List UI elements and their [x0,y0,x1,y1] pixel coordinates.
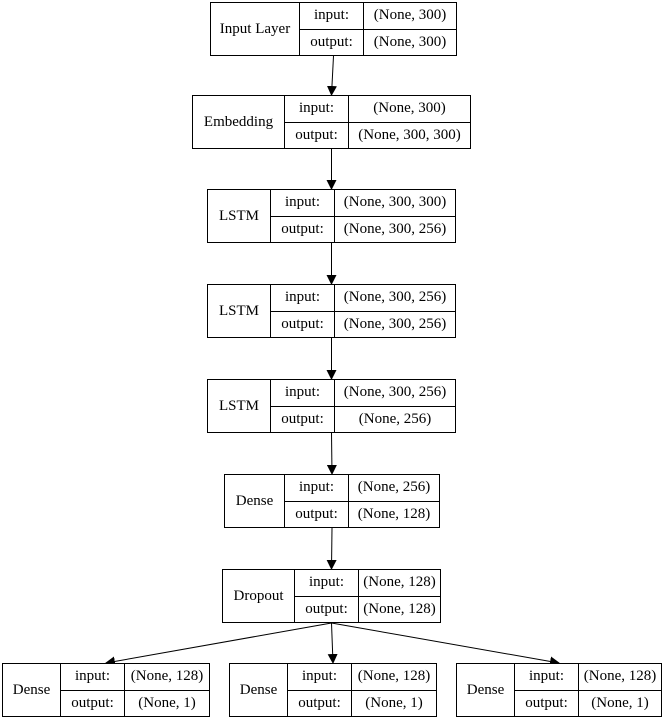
output-shape: (None, 128) [357,505,431,522]
input-label: input: [285,96,349,122]
input-shape: (None, 128) [583,668,657,685]
input-shape: (None, 300, 256) [343,384,447,401]
output-label: output: [288,690,352,716]
layer-node-lstm-2: LSTM input: (None, 300, 256) output: (None… [207,284,456,338]
input-shape: (None, 128) [357,668,431,685]
output-shape: (None, 300, 256) [343,220,447,237]
layer-node-dense-2: Dense input: (None, 128) output: (None, 1) [2,663,210,717]
output-label: output: [285,501,349,527]
layer-node-input-layer: Input Layer input: (None, 300) output: (No… [210,2,457,56]
output-shape: (None, 1) [138,694,196,711]
layer-node-dense-3: Dense input: (None, 128) output: (None, 1) [229,663,437,717]
input-label: input: [295,570,359,596]
layer-name: Input Layer [211,3,300,55]
input-label: input: [288,664,352,690]
output-label: output: [271,406,335,432]
layer-node-dense-1: Dense input: (None, 256) output: (None, 12… [224,474,440,528]
edge-arrow [105,622,332,667]
layer-name: Dense [457,664,515,716]
layer-node-dense-4: Dense input:(None, 128) output: (None, 1) [456,663,662,717]
layer-name: Dense [225,475,285,527]
layer-node-lstm-1: LSTM input: (None, 300, 300) output: (None… [207,189,456,243]
edge-arrow [327,622,338,664]
output-shape: (None, 1) [591,694,649,711]
layer-node-embedding: Embedding input: (None, 300) output: (None… [192,95,471,149]
input-label: input: [285,475,349,501]
output-label: output: [61,690,125,716]
layer-node-dropout: Dropout input:(None, 128) output:(None, … [222,569,441,623]
output-shape: (None, 300) [373,33,447,50]
input-shape: (None, 128) [130,668,204,685]
input-label: input: [300,3,364,29]
layer-name: LSTM [208,285,271,337]
input-shape: (None, 300, 256) [343,289,447,306]
edge-arrow [326,55,337,96]
output-label: output: [515,690,579,716]
edge-arrow [326,527,337,570]
output-shape: (None, 300, 300) [358,126,461,143]
output-shape: (None, 128) [363,600,436,617]
output-label: output: [300,29,364,55]
input-label: input: [271,190,335,216]
input-label: input: [515,664,579,690]
output-label: output: [285,122,349,148]
input-label: input: [271,380,335,406]
input-shape: (None, 300) [373,7,447,24]
layer-node-lstm-3: LSTM input: (None, 300, 256) output: (None… [207,379,456,433]
output-label: output: [271,216,335,242]
output-label: output: [295,596,359,622]
output-shape: (None, 300, 256) [343,315,447,332]
edge-arrow [331,622,560,667]
input-shape: (None, 256) [357,479,431,496]
output-shape: (None, 1) [365,694,423,711]
layer-name: Dropout [223,570,295,622]
layer-name: Dense [230,664,288,716]
layer-name: Dense [3,664,61,716]
layer-name: Embedding [193,96,285,148]
input-shape: (None, 128) [363,574,436,591]
input-shape: (None, 300) [373,100,446,117]
edge-arrow [326,432,337,475]
input-label: input: [61,664,125,690]
output-label: output: [271,311,335,337]
output-shape: (None, 256) [358,410,432,427]
input-label: input: [271,285,335,311]
input-shape: (None, 300, 300) [343,194,447,211]
layer-name: LSTM [208,380,271,432]
layer-name: LSTM [208,190,271,242]
